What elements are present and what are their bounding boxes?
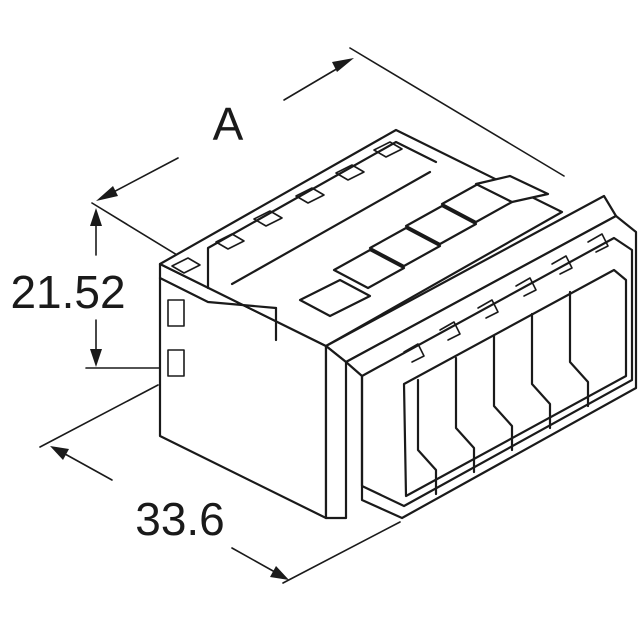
latch-tooth [477,299,499,319]
dimension-height-label: 21.52 [10,266,125,318]
latch-tooth [515,277,537,297]
dimension-line-a-right [283,63,346,101]
extension-line-width-right [282,521,401,584]
dimension-a: A [91,47,565,259]
arrowhead-width-left [50,446,69,460]
arrowhead-a-left [96,186,118,201]
latch-tooth [439,321,461,341]
latch-teeth [403,233,609,363]
latch-tooth [551,255,573,275]
contact-slot [568,290,590,408]
latch-tooth [587,233,609,253]
ridge [404,204,478,246]
contact-slot [492,334,514,452]
flange-left-edge [324,344,348,520]
top-step-edge [206,140,438,290]
arrowhead-width-right [270,566,289,580]
front-opening-inner [402,268,628,498]
top-ridges [298,174,550,318]
extension-line-width-left [39,384,159,448]
side-ledge [158,276,278,310]
ridge [474,174,550,204]
arrowhead-height-top [90,208,102,226]
arrowhead-a-right [332,58,354,72]
connector-body [158,128,638,520]
contact-slot [454,356,476,474]
top-window [335,164,365,181]
latch-tooth [403,343,425,363]
dimension-a-label: A [213,98,244,150]
side-window-upper [167,299,185,327]
top-window [253,210,283,227]
arrowhead-height-bottom [90,349,102,367]
top-window [295,187,325,204]
top-window [171,257,201,274]
top-window [373,141,403,158]
top-windows [171,141,403,274]
ridge [298,278,372,318]
dimension-width: 33.6 [39,384,401,584]
ridge [368,226,442,268]
contact-slot [416,378,438,496]
side-window-lower [167,349,185,377]
extension-line-a-right [349,47,565,177]
dimension-line-a-left [103,157,179,198]
ridge [332,248,406,290]
contact-slots [416,290,590,496]
extension-line-a-left [91,202,183,259]
dimension-width-label: 33.6 [135,493,225,545]
front-opening-outer [360,236,634,508]
top-window [215,233,245,250]
dimension-height: 21.52 [10,208,161,369]
top-step-inner-edge [230,170,432,286]
top-face [158,128,564,348]
contact-slot [530,312,552,430]
